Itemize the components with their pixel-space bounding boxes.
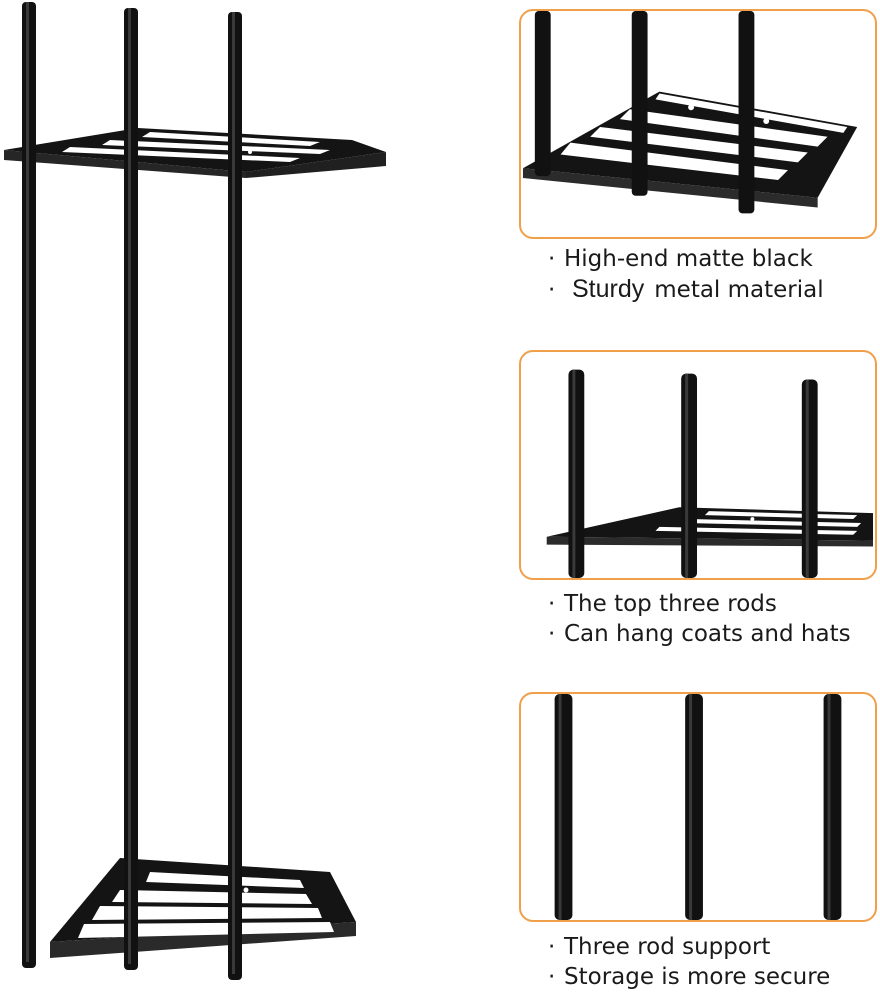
bullet: · bbox=[548, 591, 556, 617]
caption-text: Storage is more secure bbox=[564, 964, 831, 990]
caption-text: Can hang coats and hats bbox=[564, 621, 851, 647]
top-shelf-closeup bbox=[522, 11, 858, 214]
bullet: · bbox=[548, 246, 556, 272]
caption-line: · Storage is more secure bbox=[548, 962, 878, 992]
bullet: · bbox=[548, 964, 556, 990]
top-shelf bbox=[4, 128, 386, 178]
bottom-shelf bbox=[50, 858, 356, 958]
bullet: · bbox=[548, 277, 556, 303]
caption-text: High-end matte black bbox=[564, 246, 813, 272]
bullet: · bbox=[548, 934, 556, 960]
caption-line: · The top three rods bbox=[548, 589, 878, 619]
caption-rods: · The top three rods · Can hang coats and … bbox=[548, 589, 878, 649]
rod-support-closeup bbox=[554, 694, 842, 920]
detail-panel-top-shelf bbox=[519, 9, 877, 239]
caption-text: The top three rods bbox=[564, 591, 777, 617]
caption-line: · Three rod support bbox=[548, 932, 878, 962]
top-rods-closeup bbox=[546, 369, 874, 578]
caption-material: · High-end matte black · Sturdy metal mater… bbox=[548, 244, 878, 305]
coat-rack-illustration bbox=[4, 2, 386, 980]
product-main-image bbox=[0, 0, 400, 1000]
detail-panel-rod-support bbox=[519, 692, 877, 922]
caption-text: metal material bbox=[654, 277, 824, 303]
caption-line: · Sturdy metal material bbox=[548, 274, 878, 305]
caption-line: · Can hang coats and hats bbox=[548, 619, 878, 649]
caption-text: Three rod support bbox=[564, 934, 771, 960]
caption-support: · Three rod support · Storage is more secu… bbox=[548, 932, 878, 992]
support-rods bbox=[22, 2, 242, 980]
caption-line: · High-end matte black bbox=[548, 244, 878, 274]
bullet: · bbox=[548, 621, 556, 647]
caption-emphasis: Sturdy bbox=[572, 275, 645, 303]
detail-panel-top-rods bbox=[519, 350, 877, 580]
